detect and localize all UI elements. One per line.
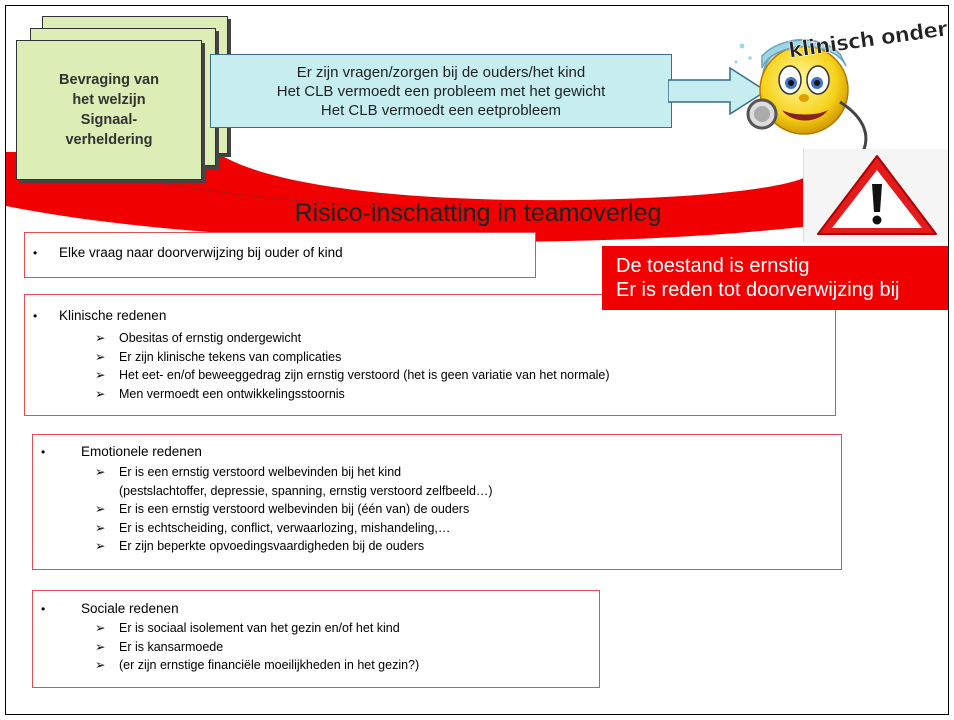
list-item: ➢ Er is echtscheiding, conflict, verwaarl…: [95, 519, 493, 538]
warning-triangle-icon: [817, 155, 937, 235]
item-text: Er zijn beperkte opvoedingsvaardigheden …: [119, 539, 425, 553]
arrow-bullet-icon: ➢: [95, 621, 106, 635]
card-line: Bevraging van: [59, 72, 159, 88]
section-title: Sociale redenen: [81, 601, 179, 616]
section-clinical: • Klinische redenen ➢ Obesitas of ernstig…: [24, 294, 836, 416]
list-item: ➢ Het eet- en/of beweeggedrag zijn ernsti…: [95, 366, 610, 385]
bullet-glyph: •: [41, 601, 46, 616]
item-text: (pestslachtoffer, depressie, spanning, e…: [119, 483, 493, 498]
list-item: ➢ Er is een ernstig verstoord welbevinden…: [95, 500, 493, 519]
list-item-continuation: (pestslachtoffer, depressie, spanning, e…: [95, 482, 493, 501]
arrow-bullet-icon: ➢: [95, 386, 106, 401]
clinical-exam-label: klinisch onderzoek: [787, 9, 949, 63]
signal-line: Het CLB vermoedt een probleem met het ge…: [276, 82, 606, 100]
list-item: ➢ Er is sociaal isolement van het gezin e…: [95, 619, 419, 638]
arrow-bullet-icon: ➢: [95, 520, 106, 535]
signal-line: Er zijn vragen/zorgen bij de ouders/het …: [296, 63, 586, 81]
item-text: Obesitas of ernstig ondergewicht: [119, 331, 302, 345]
item-text: (er zijn ernstige financiële moeilijkhed…: [119, 658, 420, 672]
list-item: ➢ Er is een ernstig verstoord welbevinden…: [95, 463, 493, 482]
section-title: Elke vraag naar doorverwijzing bij ouder…: [59, 245, 343, 260]
severe-callout: De toestand is ernstig Er is reden tot d…: [602, 246, 948, 310]
list-item: ➢ (er zijn ernstige financiële moeilijkhe…: [95, 656, 419, 675]
item-text: Men vermoedt een ontwikkelingsstoornis: [119, 386, 345, 401]
list-item: ➢ Er is kansarmoede: [95, 638, 419, 657]
bullet-glyph: •: [41, 444, 46, 459]
list-item: ➢ Er zijn beperkte opvoedingsvaardigheden…: [95, 537, 493, 556]
bullet-row: • Emotionele redenen: [33, 444, 202, 459]
bullet-glyph: •: [33, 245, 38, 260]
section-title: Emotionele redenen: [81, 444, 202, 459]
signal-line: Het CLB vermoedt een eetprobleem: [320, 101, 562, 119]
smiley-doctor-icon: klinisch onderzoek: [734, 9, 949, 155]
arrow-bullet-icon: ➢: [95, 502, 106, 516]
item-text: Er zijn klinische tekens van complicatie…: [119, 349, 342, 364]
sub-list: ➢ Obesitas of ernstig ondergewicht ➢ Er zi…: [95, 329, 610, 403]
severe-line-2: Er is reden tot doorverwijzing bij: [616, 279, 900, 301]
arrow-bullet-icon: ➢: [95, 658, 106, 672]
block-arrow-icon: [668, 66, 768, 116]
item-text: Er is sociaal isolement van het gezin en…: [119, 621, 400, 635]
item-text: Er is echtscheiding, conflict, verwaarlo…: [119, 520, 451, 535]
bullet-row: • Elke vraag naar doorverwijzing bij oud…: [25, 245, 343, 260]
arrow-bullet-icon: ➢: [95, 349, 106, 364]
arrow-bullet-icon: ➢: [95, 539, 106, 553]
card-line: het welzijn: [72, 92, 146, 108]
arrow-bullet-icon: ➢: [95, 639, 106, 654]
bevraging-card: Bevraging van het welzijn Signaal- verhe…: [16, 40, 202, 180]
list-item: ➢ Obesitas of ernstig ondergewicht: [95, 329, 610, 348]
arrow-bullet-icon: ➢: [95, 331, 106, 345]
list-item: ➢ Er zijn klinische tekens van complicati…: [95, 348, 610, 367]
item-text: Er is een ernstig verstoord welbevinden …: [119, 465, 402, 479]
item-text: Er is een ernstig verstoord welbevinden …: [119, 502, 470, 516]
sub-list: ➢ Er is een ernstig verstoord welbevinden…: [95, 463, 493, 556]
signals-box: Er zijn vragen/zorgen bij de ouders/het …: [210, 54, 672, 128]
section-referral-request: • Elke vraag naar doorverwijzing bij oud…: [24, 232, 536, 278]
arrow-bullet-icon: ➢: [95, 465, 106, 479]
item-text: Er is kansarmoede: [119, 639, 224, 654]
section-title: Klinische redenen: [59, 308, 167, 323]
item-text: Het eet- en/of beweeggedrag zijn ernstig…: [119, 368, 610, 382]
arrow-bullet-icon: ➢: [95, 368, 106, 382]
severe-line-1: De toestand is ernstig: [616, 255, 810, 277]
list-item: ➢ Men vermoedt een ontwikkelingsstoornis: [95, 385, 610, 404]
card-line: verheldering: [65, 132, 153, 148]
risk-title: Risico-inschatting in teamoverleg: [294, 199, 662, 227]
sub-list: ➢ Er is sociaal isolement van het gezin e…: [95, 619, 419, 675]
bullet-row: • Klinische redenen: [25, 308, 166, 323]
section-emotional: • Emotionele redenen ➢ Er is een ernstig …: [32, 434, 842, 570]
card-line: Signaal-: [80, 112, 138, 128]
section-social: • Sociale redenen ➢ Er is sociaal isoleme…: [32, 590, 600, 688]
bullet-glyph: •: [33, 308, 38, 323]
slide: Bevraging van het welzijn Signaal- verhe…: [5, 5, 949, 715]
bullet-row: • Sociale redenen: [33, 601, 179, 616]
